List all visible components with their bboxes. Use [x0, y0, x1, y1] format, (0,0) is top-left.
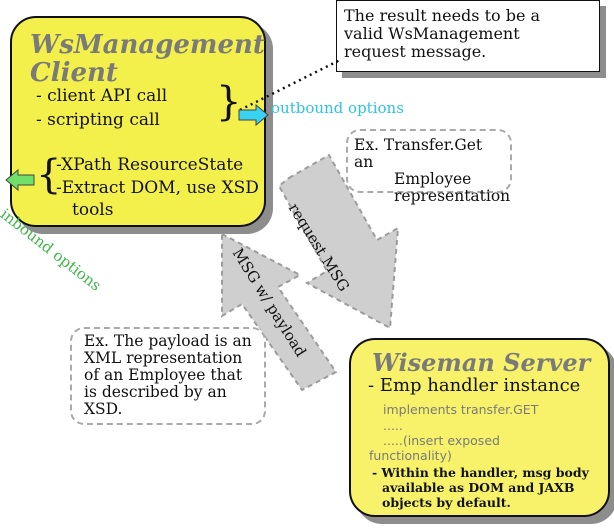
client-box: [10, 16, 266, 227]
server-note1: - Within the handler, msg body: [372, 465, 589, 480]
outbound-brace: }: [216, 79, 242, 125]
payload-note-line5: XSD.: [84, 400, 123, 418]
server-note2: available as DOM and JAXB: [382, 480, 575, 495]
transfer-note: Ex. Transfer.Get an Employee representat…: [346, 129, 512, 205]
handler-line: - Emp handler instance: [368, 375, 581, 396]
callout-line3: request message.: [344, 42, 487, 61]
payload-note-line4: is described by an: [84, 383, 227, 401]
tools-line: tools: [72, 200, 114, 220]
payload-note-line3: of an Employee that: [84, 366, 243, 384]
server-box: [349, 338, 610, 517]
xpath-line: -XPath ResourceState: [56, 155, 244, 175]
server-note3: objects by default.: [382, 495, 511, 510]
client-title-line1: WsManagement: [30, 30, 265, 60]
result-callout: The result needs to be a valid WsManagem…: [336, 0, 600, 72]
callout-line1: The result needs to be a: [344, 6, 541, 25]
request-arrow-icon: [277, 153, 400, 330]
client-api-call: - client API call: [36, 86, 168, 106]
transfer-note-line1: Ex. Transfer.Get an: [354, 136, 483, 171]
client-title: WsManagement Client: [30, 31, 265, 87]
dots-line: .....: [383, 418, 403, 433]
response-arrow-icon: [221, 232, 338, 392]
callout-line2: valid WsManagement: [344, 24, 520, 43]
callout-connector: [239, 58, 341, 112]
payload-note: Ex. The payload is an XML representation…: [70, 327, 266, 425]
payload-note-line2: XML representation: [84, 349, 243, 367]
scripting-call: - scripting call: [36, 110, 160, 130]
impl-line: implements transfer.GET: [383, 402, 539, 417]
inbound-arrow-icon: [5, 168, 35, 192]
inbound-brace: {: [36, 152, 62, 198]
outbound-label: outbound options: [271, 99, 404, 117]
transfer-note-line2: Employee: [394, 170, 472, 188]
extract-dom-line: -Extract DOM, use XSD: [56, 178, 259, 198]
client-title-line2: Client: [30, 58, 118, 88]
server-title: Wiseman Server: [372, 348, 591, 377]
transfer-note-line3: representation: [394, 187, 511, 205]
outbound-arrow-icon: [238, 103, 269, 127]
insert-line2: functionality): [369, 448, 452, 463]
insert-line1: .....(insert exposed: [383, 433, 500, 448]
payload-note-line1: Ex. The payload is an: [84, 332, 252, 350]
